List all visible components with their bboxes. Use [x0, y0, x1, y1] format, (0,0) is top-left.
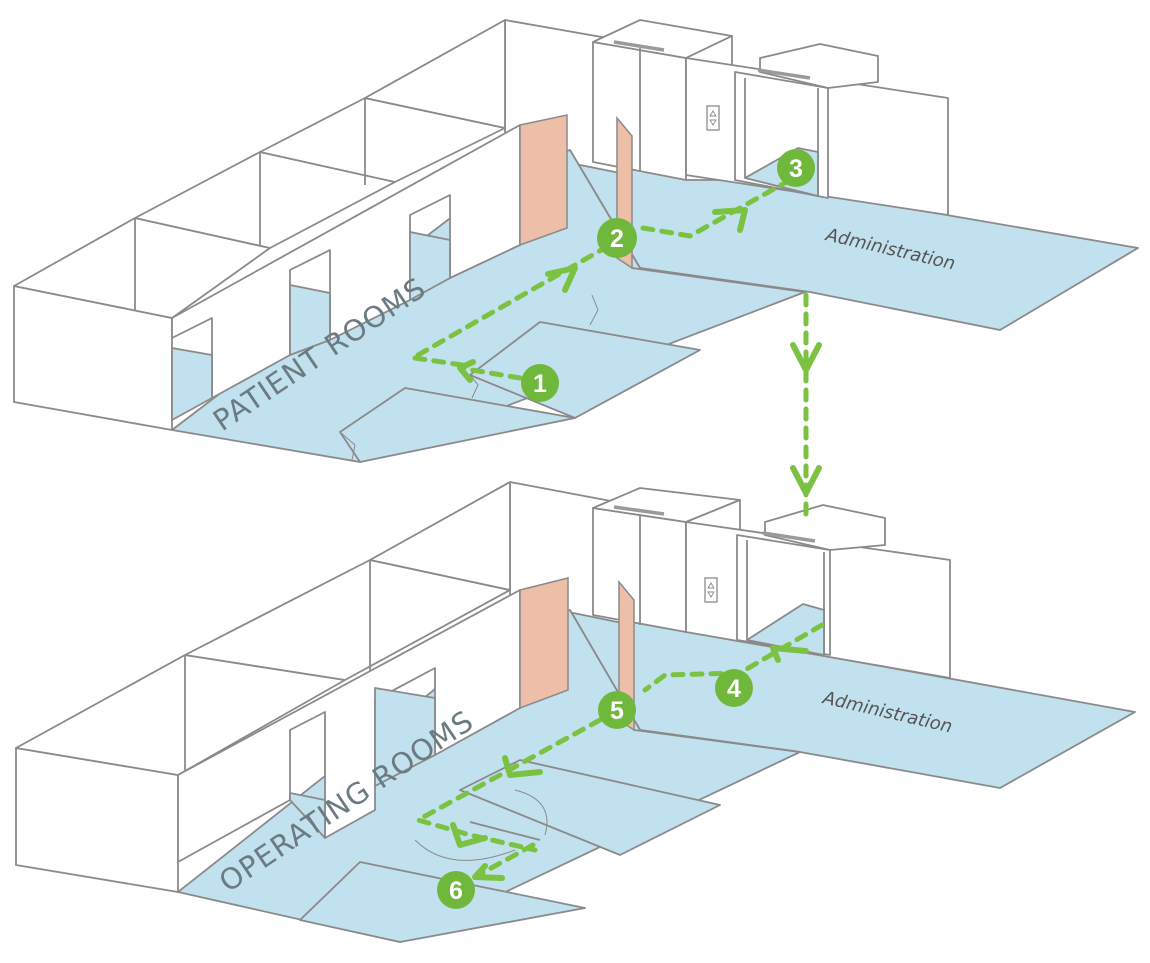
- operating-rooms-block: [15, 481, 521, 893]
- elevator-2-lower: [736, 504, 886, 656]
- patient-rooms-block: [13, 19, 521, 431]
- svg-text:6: 6: [449, 877, 463, 905]
- arrow-icon: [502, 755, 543, 778]
- arrow-icon: [457, 359, 476, 383]
- step-badge-5: 5: [598, 691, 636, 729]
- arrow-icon: [450, 822, 488, 848]
- step-badge-4: 4: [715, 669, 753, 707]
- navigation-route: [411, 177, 825, 881]
- arrow-icon: [472, 863, 505, 881]
- step-badge-6: 6: [437, 871, 475, 909]
- lower-floor: OPERATING ROOMS Administration: [15, 481, 1136, 943]
- down-arrow-icon: [790, 342, 822, 373]
- svg-text:4: 4: [727, 675, 741, 703]
- arrow-icon: [770, 645, 809, 663]
- arrow-icon: [545, 265, 578, 293]
- upper-floor: PATIENT ROOMS Administration: [13, 19, 1139, 463]
- svg-text:1: 1: [533, 370, 547, 398]
- arrow-icon: [712, 207, 748, 233]
- step-badge-3: 3: [777, 149, 815, 187]
- door-upper-left: [519, 114, 568, 247]
- elevator-call-button-icon: [706, 105, 720, 131]
- svg-text:3: 3: [789, 155, 803, 183]
- step-badge-1: 1: [521, 364, 559, 402]
- svg-text:5: 5: [610, 697, 624, 725]
- step-badge-2: 2: [597, 218, 637, 258]
- door-lower-left: [519, 577, 569, 710]
- svg-text:2: 2: [610, 225, 624, 253]
- down-arrow-icon: [790, 465, 822, 496]
- elevator-call-button-icon: [704, 577, 718, 603]
